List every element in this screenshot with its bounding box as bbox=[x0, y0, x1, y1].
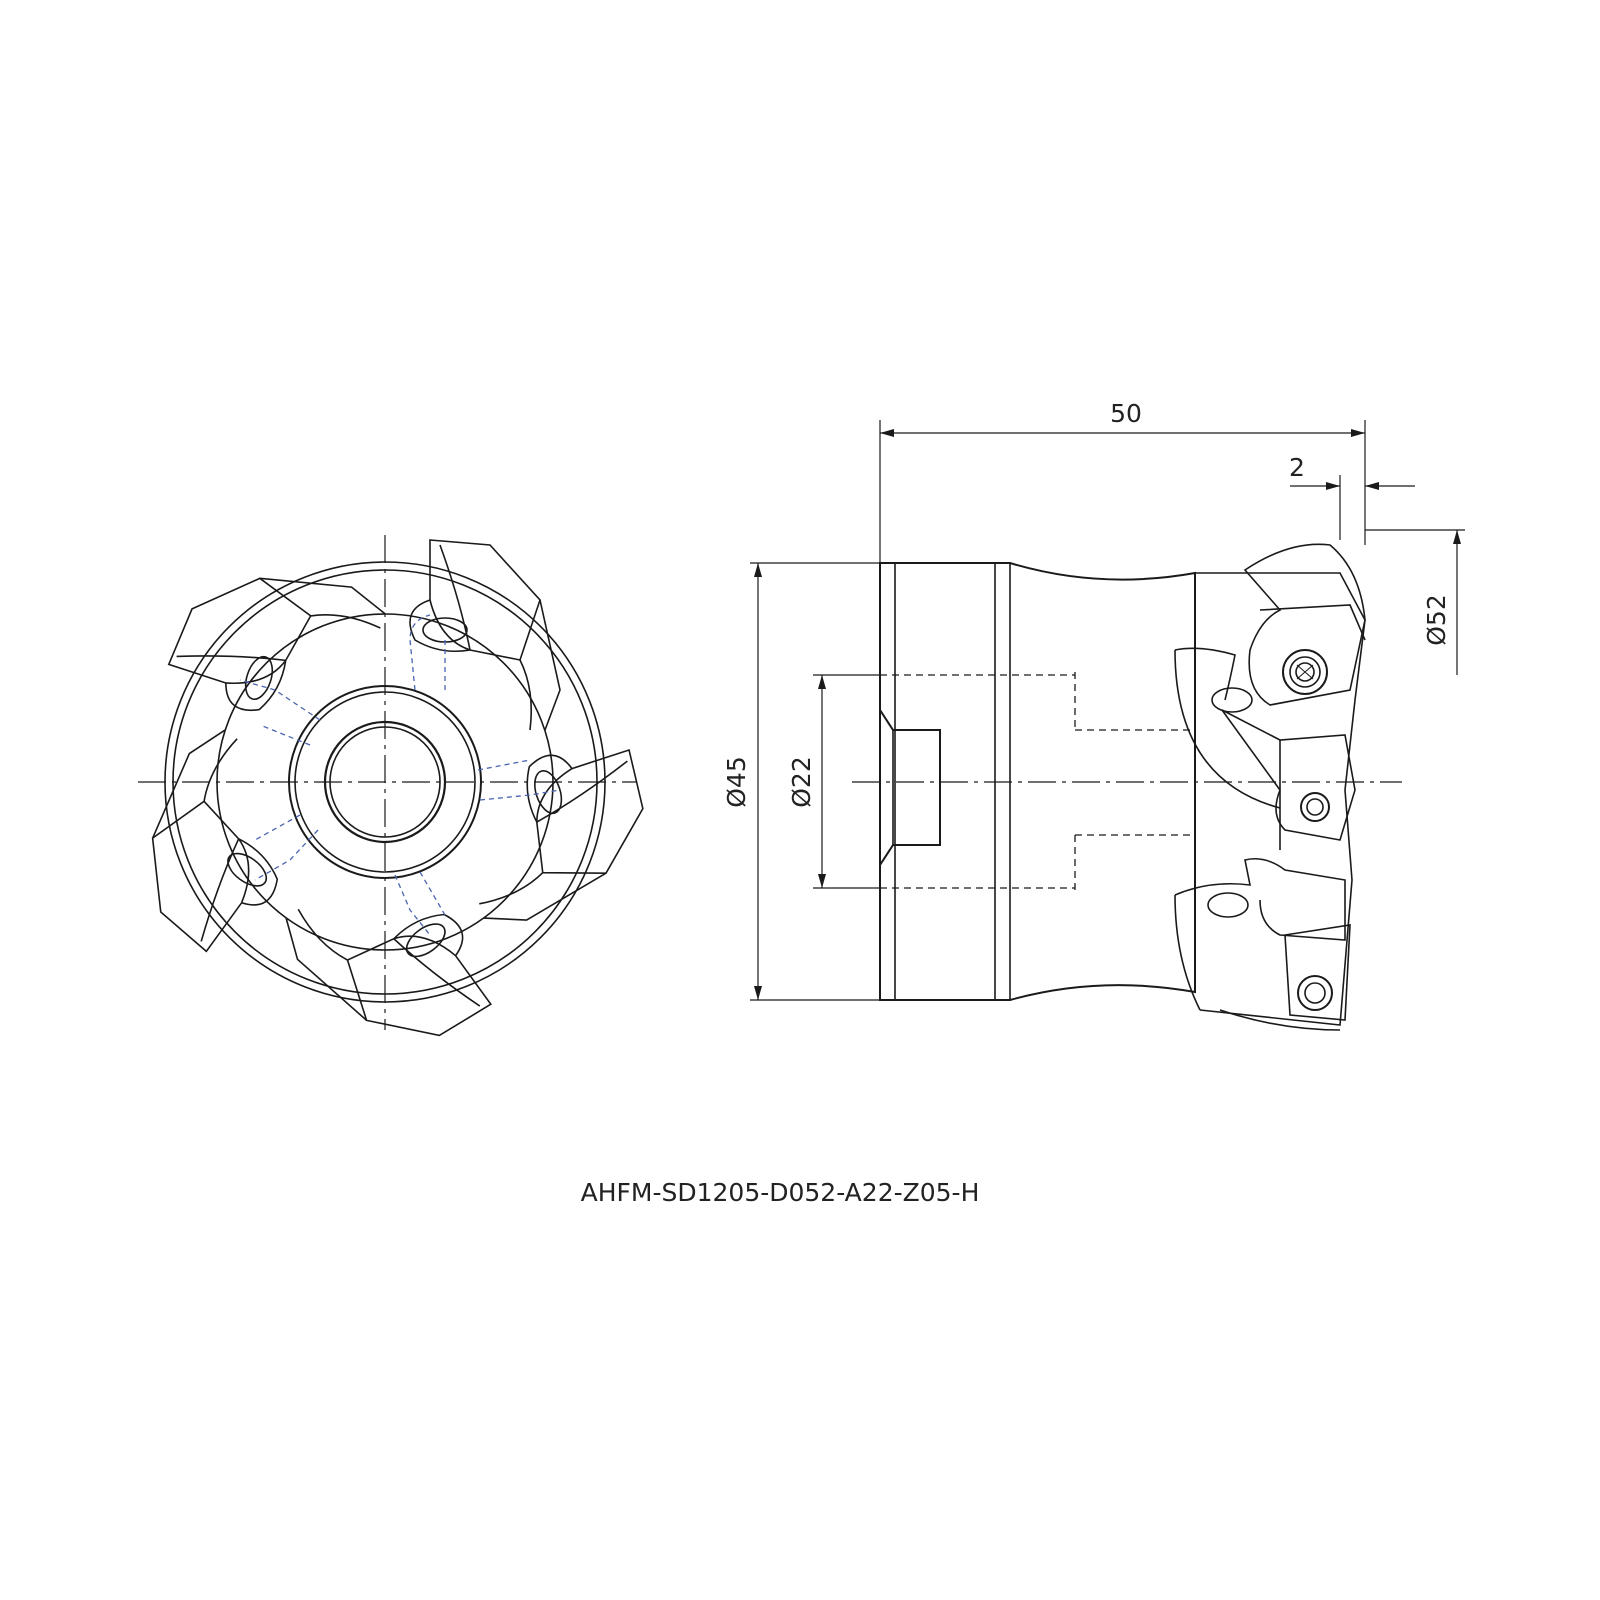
dim-label-dia-bore: Ø22 bbox=[787, 756, 816, 808]
front-outer-circle bbox=[164, 561, 606, 1003]
front-outer-circle-2 bbox=[172, 569, 598, 995]
side-keyway bbox=[879, 709, 941, 866]
front-bore-outer bbox=[323, 720, 447, 844]
front-hub-ring bbox=[294, 691, 476, 873]
dim-label-length: 50 bbox=[1110, 399, 1142, 428]
insert-screw bbox=[1300, 792, 1330, 822]
front-bore-inner bbox=[329, 726, 441, 838]
side-hidden-bore bbox=[880, 672, 1195, 890]
part-number-label: AHFM-SD1205-D052-A22-Z05-H bbox=[580, 1178, 980, 1207]
front-flute-group bbox=[479, 748, 644, 921]
side-insert-top bbox=[1174, 543, 1366, 809]
front-hidden-coolant bbox=[239, 614, 561, 936]
front-flute-group bbox=[285, 908, 492, 1037]
dim-label-offset: 2 bbox=[1289, 453, 1305, 482]
side-head-outline bbox=[1195, 572, 1366, 1026]
front-view bbox=[138, 535, 644, 1037]
side-view bbox=[852, 543, 1402, 1031]
front-flute-group bbox=[409, 539, 561, 731]
front-body-circle bbox=[216, 613, 554, 951]
dim-label-dia-body: Ø45 bbox=[722, 756, 751, 808]
insert-screw bbox=[1282, 649, 1328, 695]
front-flute-group bbox=[167, 577, 386, 712]
front-hub-outer bbox=[288, 685, 482, 879]
side-insert-middle bbox=[1221, 709, 1356, 850]
front-flute-group bbox=[151, 729, 279, 953]
dimensions bbox=[750, 420, 1465, 1001]
side-insert-bottom bbox=[1174, 857, 1351, 1031]
dim-label-dia-cut: Ø52 bbox=[1422, 594, 1451, 646]
insert-screw bbox=[1297, 975, 1333, 1011]
